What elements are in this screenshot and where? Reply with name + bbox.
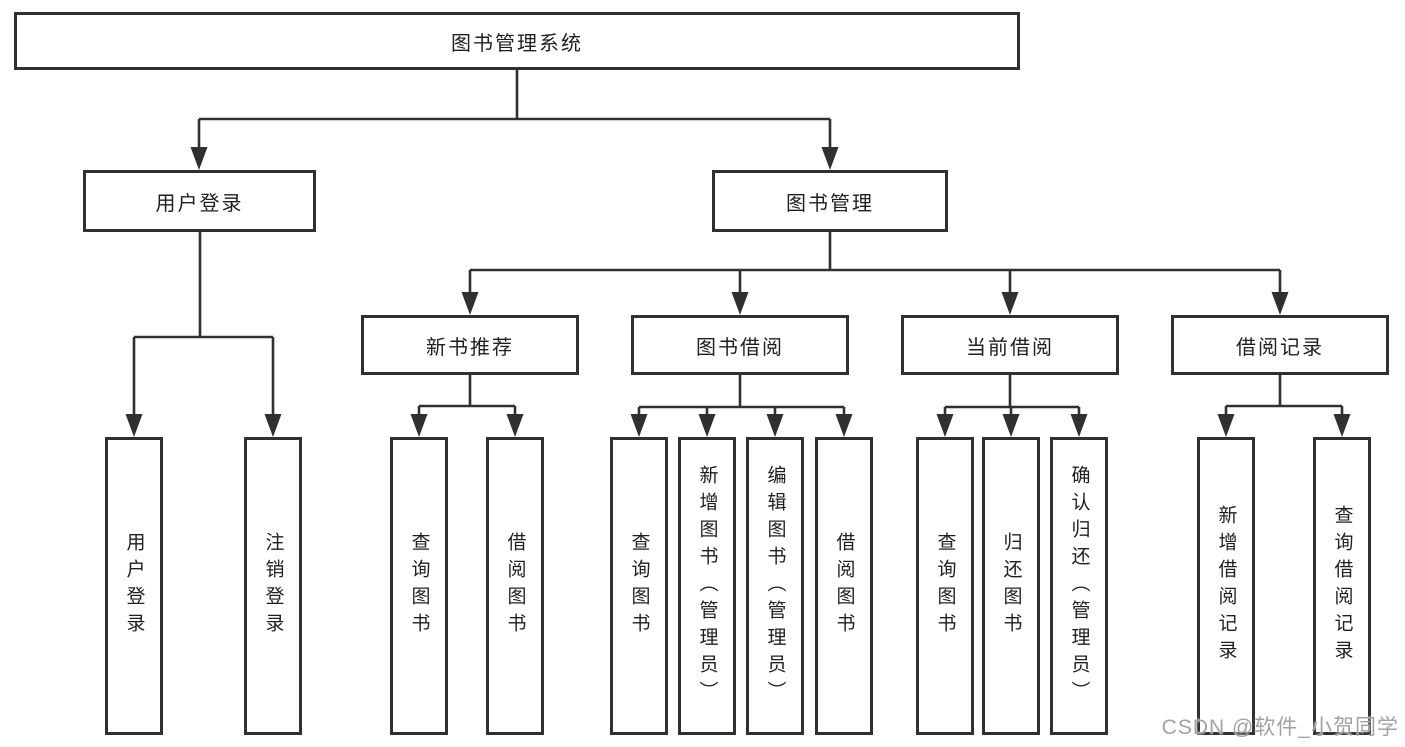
node-label: 查询图书	[934, 532, 956, 640]
connector-lines	[132, 70, 1344, 419]
arrow-down-icon	[936, 414, 954, 437]
node-label: 注销登录	[262, 532, 284, 640]
arrow-down-icon	[1333, 414, 1351, 437]
leaf-query-books: 查询图书	[916, 437, 974, 735]
arrow-down-icon	[821, 147, 839, 170]
arrow-down-icon	[125, 414, 143, 437]
node-label: 借阅图书	[833, 532, 855, 640]
node-label: 编辑图书（管理员）	[764, 464, 786, 708]
arrow-down-icon	[630, 414, 648, 437]
leaf-confirm-return-admin: 确认归还（管理员）	[1050, 437, 1108, 735]
leaf-add-borrow-record: 新增借阅记录	[1197, 437, 1255, 735]
node-label: 当前借阅	[966, 336, 1054, 359]
node-label: 图书管理系统	[451, 32, 583, 55]
arrow-down-icon	[461, 292, 479, 315]
node-label: 用户登录	[155, 192, 244, 215]
node-label: 借阅图书	[504, 532, 526, 640]
csdn-watermark: CSDN @软件_小贺同学	[1161, 716, 1399, 739]
arrow-down-icon	[698, 414, 716, 437]
node-label: 图书借阅	[696, 336, 784, 359]
arrow-down-icon	[766, 414, 784, 437]
arrowhead-icons	[125, 147, 1351, 437]
node-label: 新增借阅记录	[1215, 505, 1237, 667]
arrow-down-icon	[264, 414, 282, 437]
leaf-query-books: 查询图书	[610, 437, 668, 735]
arrow-down-icon	[506, 414, 524, 437]
node-label: 图书管理	[786, 192, 874, 215]
node-book-borrowing: 图书借阅	[631, 315, 849, 375]
node-label: 用户登录	[123, 532, 145, 640]
node-library-management-system: 图书管理系统	[14, 12, 1020, 70]
node-borrow-records: 借阅记录	[1171, 315, 1389, 375]
leaf-borrow-books: 借阅图书	[486, 437, 544, 735]
node-label: 借阅记录	[1236, 336, 1324, 359]
arrow-down-icon	[1001, 292, 1019, 315]
node-label: 新增图书（管理员）	[696, 464, 718, 708]
leaf-edit-books-admin: 编辑图书（管理员）	[746, 437, 804, 735]
node-new-book-recommend: 新书推荐	[361, 315, 579, 375]
node-label: 查询图书	[628, 532, 650, 640]
node-user-login: 用户登录	[83, 170, 316, 232]
leaf-add-books-admin: 新增图书（管理员）	[678, 437, 736, 735]
arrow-down-icon	[1002, 414, 1020, 437]
node-label: 确认归还（管理员）	[1068, 464, 1090, 708]
arrow-down-icon	[1217, 414, 1235, 437]
leaf-logout: 注销登录	[244, 437, 302, 735]
leaf-return-books: 归还图书	[982, 437, 1040, 735]
node-label: 查询借阅记录	[1331, 505, 1353, 667]
leaf-query-books: 查询图书	[390, 437, 448, 735]
arrow-down-icon	[731, 292, 749, 315]
node-label: 新书推荐	[426, 336, 514, 359]
arrow-down-icon	[1271, 292, 1289, 315]
node-current-borrowing: 当前借阅	[901, 315, 1119, 375]
leaf-query-borrow-record: 查询借阅记录	[1313, 437, 1371, 735]
node-book-management: 图书管理	[712, 170, 948, 232]
leaf-borrow-books: 借阅图书	[815, 437, 873, 735]
arrow-down-icon	[190, 147, 208, 170]
arrow-down-icon	[410, 414, 428, 437]
arrow-down-icon	[835, 414, 853, 437]
leaf-user-login: 用户登录	[105, 437, 163, 735]
node-label: 归还图书	[1000, 532, 1022, 640]
arrow-down-icon	[1070, 414, 1088, 437]
node-label: 查询图书	[408, 532, 430, 640]
